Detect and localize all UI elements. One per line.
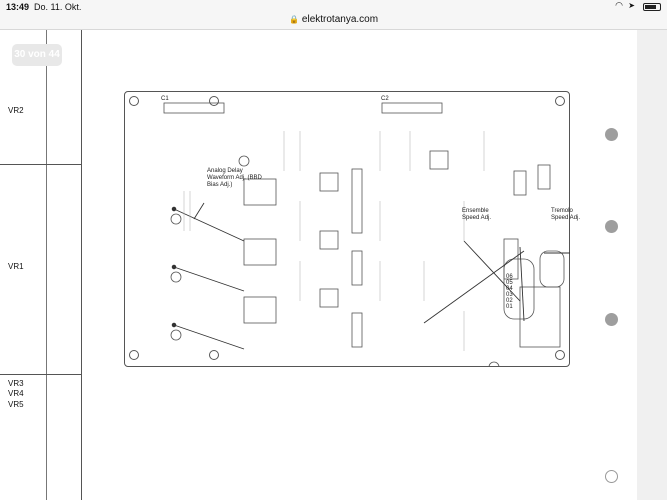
connector-block bbox=[163, 102, 225, 114]
mounting-hole-icon bbox=[209, 350, 219, 360]
ic-pin-labels: 06 05 04 03 02 01 bbox=[506, 274, 513, 310]
label-vr3: VR3 bbox=[8, 379, 24, 388]
battery-icon bbox=[643, 3, 661, 11]
table-vertical-line bbox=[46, 30, 47, 500]
page-indicator[interactable]: 30 von 44 bbox=[12, 44, 62, 66]
punch-hole-icon bbox=[605, 220, 618, 233]
punch-hole-icon bbox=[605, 470, 618, 483]
punch-hole-icon bbox=[605, 313, 618, 326]
mounting-hole-icon bbox=[555, 96, 565, 106]
trimmer-outline bbox=[539, 250, 565, 288]
annotation-tremolo: Tremolo Speed Adj. bbox=[551, 208, 581, 221]
ic-outline bbox=[319, 230, 339, 250]
ic-outline bbox=[351, 312, 363, 348]
label-vr4: VR4 bbox=[8, 389, 24, 398]
status-bar: 13:49 Do. 11. Okt. ➤ ◠ bbox=[0, 0, 667, 14]
lock-icon: 🔒 bbox=[288, 15, 299, 24]
pdf-page[interactable]: 30 von 44 VR2 VR1 VR3 VR4 VR5 C1 C2 bbox=[0, 30, 667, 500]
address-bar[interactable]: 🔒elektrotanya.com bbox=[0, 14, 667, 30]
trimmer-outline bbox=[503, 258, 535, 320]
ic-pin-label: 04 bbox=[506, 286, 513, 292]
ic-outline bbox=[243, 296, 277, 324]
status-date: Do. 11. Okt. bbox=[34, 2, 82, 12]
pcb-drawing bbox=[163, 102, 570, 367]
leader-line bbox=[463, 240, 521, 302]
ic-pin-label: 02 bbox=[506, 298, 513, 304]
leader-line bbox=[423, 250, 525, 324]
ic-outline bbox=[243, 178, 277, 206]
ic-pin-label: 01 bbox=[506, 304, 513, 310]
annotation-analog-delay: Analog Delay Waveform Adj. (BBD Bias Adj… bbox=[207, 168, 262, 188]
mounting-hole-icon bbox=[209, 96, 219, 106]
page-edge-strip bbox=[637, 30, 667, 500]
ic-pin-label: 05 bbox=[506, 280, 513, 286]
transistor-icon bbox=[170, 213, 182, 225]
mounting-hole-icon bbox=[129, 96, 139, 106]
table-divider bbox=[0, 164, 82, 165]
connector-block bbox=[381, 102, 443, 114]
ic-pin-label: 06 bbox=[506, 274, 513, 280]
transistor-icon bbox=[170, 329, 182, 341]
leader-line bbox=[173, 266, 245, 292]
ic-outline bbox=[351, 250, 363, 286]
leader-line bbox=[173, 208, 245, 242]
leader-line bbox=[193, 202, 205, 220]
ic-pin-label: 03 bbox=[506, 292, 513, 298]
pcb-outline: C1 C2 bbox=[124, 91, 570, 367]
ic-outline bbox=[537, 164, 551, 190]
status-time: 13:49 bbox=[6, 2, 30, 12]
annotation-ensemble: Ensemble Speed Adj. bbox=[462, 208, 492, 221]
punch-hole-icon bbox=[605, 128, 618, 141]
transistor-icon bbox=[170, 271, 182, 283]
ic-outline bbox=[429, 150, 449, 170]
label-vr5: VR5 bbox=[8, 400, 24, 409]
label-vr1: VR1 bbox=[8, 262, 24, 271]
transistor-icon bbox=[488, 361, 500, 367]
leader-line bbox=[519, 246, 525, 322]
mounting-hole-icon bbox=[555, 350, 565, 360]
wifi-icon: ◠ bbox=[615, 0, 623, 10]
ic-outline bbox=[513, 170, 527, 196]
ic-outline bbox=[351, 168, 363, 234]
leader-line bbox=[173, 324, 245, 350]
board-label-c1: C1 bbox=[161, 96, 169, 102]
table-divider bbox=[0, 374, 82, 375]
url-text: elektrotanya.com bbox=[301, 14, 379, 25]
ic-outline bbox=[519, 286, 561, 348]
left-table-column: 30 von 44 VR2 VR1 VR3 VR4 VR5 bbox=[0, 30, 82, 500]
mounting-hole-icon bbox=[129, 350, 139, 360]
board-label-c2: C2 bbox=[381, 96, 389, 102]
transistor-icon bbox=[238, 155, 250, 167]
ic-outline bbox=[319, 172, 339, 192]
location-arrow-icon: ➤ bbox=[628, 1, 635, 10]
ic-outline bbox=[243, 238, 277, 266]
ic-outline bbox=[319, 288, 339, 308]
label-vr2: VR2 bbox=[8, 106, 24, 115]
